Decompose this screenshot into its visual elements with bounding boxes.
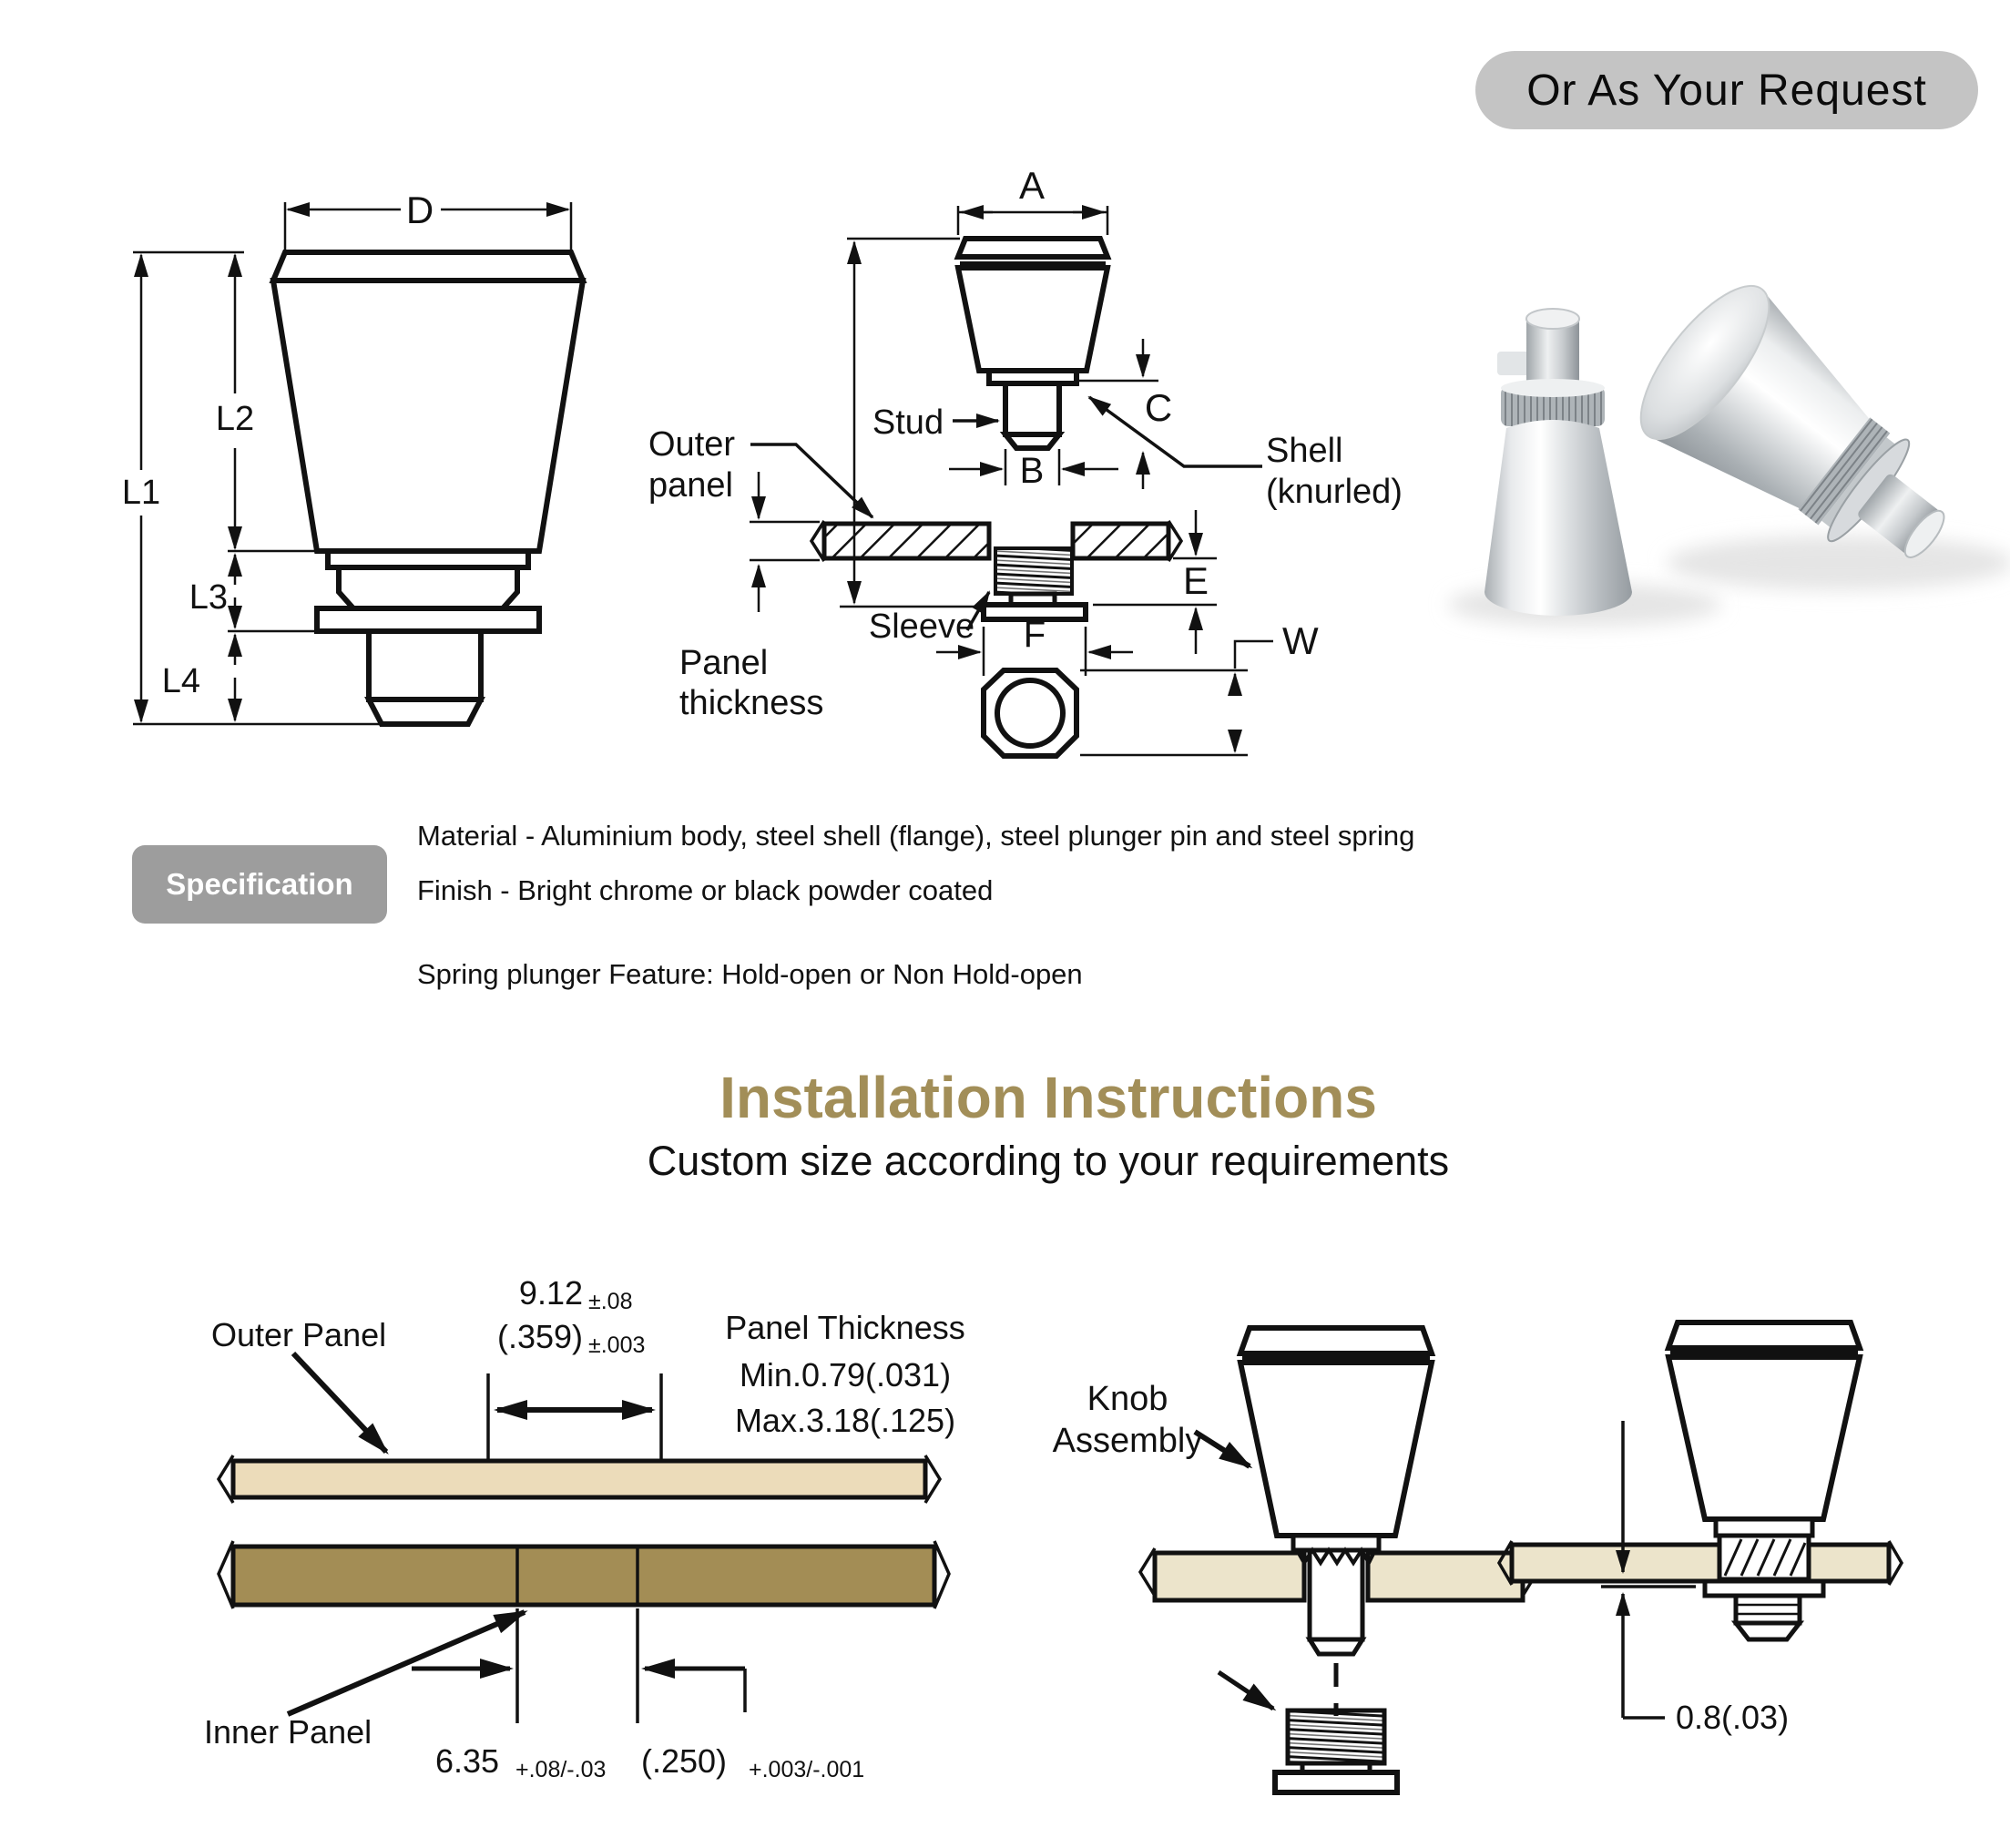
top-dim-mm-tol: ±.08 [588, 1289, 632, 1314]
inner-panel-bar [230, 1544, 937, 1608]
spec-finish-line: Finish - Bright chrome or black powder c… [417, 874, 994, 906]
dim-label-l3: L3 [189, 578, 228, 617]
dim-label-f: F [1024, 615, 1046, 655]
stud-body [1003, 381, 1062, 437]
dim-label-b: B [1020, 451, 1045, 491]
dim-label-a: A [1019, 164, 1045, 207]
request-badge-label: Or As Your Request [1526, 66, 1927, 115]
knob-assembly-diagram-1: Knob Assembly [1053, 1325, 1540, 1795]
shell-bottom-view [981, 668, 1079, 759]
install-panels-diagram: 9.12 ±.08 (.359) ±.003 Outer Panel Panel… [204, 1274, 965, 1782]
bottom-dim-mm: 6.35 [435, 1742, 499, 1780]
photo-shadow [1667, 536, 2010, 590]
sleeve-label: Sleeve [869, 607, 974, 646]
photo-knob-tilted [1639, 284, 1945, 558]
bottom-dim-mm-tol: +.08/-.03 [515, 1757, 606, 1782]
dim-label-w: W [1282, 619, 1319, 662]
sleeve-section [981, 546, 1088, 622]
bottom-dim-in-tol: +.003/-.001 [749, 1757, 864, 1782]
shell-label-line2: (knurled) [1266, 473, 1403, 511]
dimension-drawing: D L1 L2 L3 L4 [122, 189, 587, 727]
dim-label-l2: L2 [216, 400, 254, 438]
request-badge: Or As Your Request [1475, 51, 1978, 129]
outer-panel-section [809, 520, 1184, 562]
top-dim-mm: 9.12 [519, 1274, 583, 1312]
assembly2-panel-left [1509, 1542, 1722, 1584]
gap-dim-label: 0.8(.03) [1676, 1699, 1789, 1736]
installation-subtitle: Custom size according to your requiremen… [647, 1138, 1450, 1185]
bottom-dim-in: (.250) [641, 1742, 727, 1780]
shell-label-line1: Shell [1266, 432, 1343, 470]
knob-assembly-label-line2: Assembly [1053, 1422, 1203, 1460]
knob-outline [269, 250, 587, 727]
knob-assembly-label-line1: Knob [1087, 1380, 1168, 1418]
assembly2-panel-right [1806, 1542, 1892, 1584]
photo-knob-upright [1485, 308, 1632, 616]
installation-heading: Installation Instructions Custom size ac… [87, 1067, 2010, 1185]
stud-label: Stud [872, 403, 944, 442]
specification-badge: Specification [132, 845, 387, 924]
inner-panel-label: Inner Panel [204, 1713, 372, 1751]
specification-badge-label: Specification [166, 867, 353, 901]
cross-section-drawing: A Stud C Shell (knurled) B Outer p [648, 164, 1403, 759]
spec-feature-line: Spring plunger Feature: Hold-open or Non… [417, 958, 1083, 990]
section-knob-outline [954, 236, 1112, 451]
panel-thickness-max: Max.3.18(.125) [735, 1402, 955, 1439]
installation-title: Installation Instructions [719, 1065, 1377, 1130]
dim-label-d: D [406, 189, 434, 231]
spec-material-line: Material - Aluminium body, steel shell (… [417, 820, 1415, 852]
outer-panel-label: Outer Panel [211, 1316, 386, 1353]
assembly1-sleeve-threads [1285, 1708, 1387, 1766]
top-dim-in-tol: ±.003 [588, 1332, 645, 1358]
panel-thickness-label-line2: thickness [679, 684, 823, 722]
dim-label-c: C [1145, 386, 1172, 429]
outer-panel-label-line2: panel [648, 466, 733, 505]
assembly1-panel-right [1365, 1550, 1525, 1603]
panel-thickness-label-line1: Panel [679, 644, 768, 682]
assembly1-panel-left [1152, 1550, 1307, 1603]
knob-assembly-diagram-2: 0.8(.03) [1496, 1320, 1904, 1736]
top-dim-in: (.359) [497, 1318, 583, 1355]
dim-label-e: E [1183, 559, 1209, 602]
panel-thickness-min: Min.0.79(.031) [740, 1356, 951, 1394]
panel-thickness-title: Panel Thickness [725, 1309, 964, 1346]
outer-panel-label-line1: Outer [648, 425, 735, 464]
product-photo [1448, 284, 2010, 627]
outer-panel-bar [230, 1458, 928, 1500]
dim-label-l4: L4 [162, 662, 200, 700]
dim-label-l1: L1 [122, 474, 160, 512]
